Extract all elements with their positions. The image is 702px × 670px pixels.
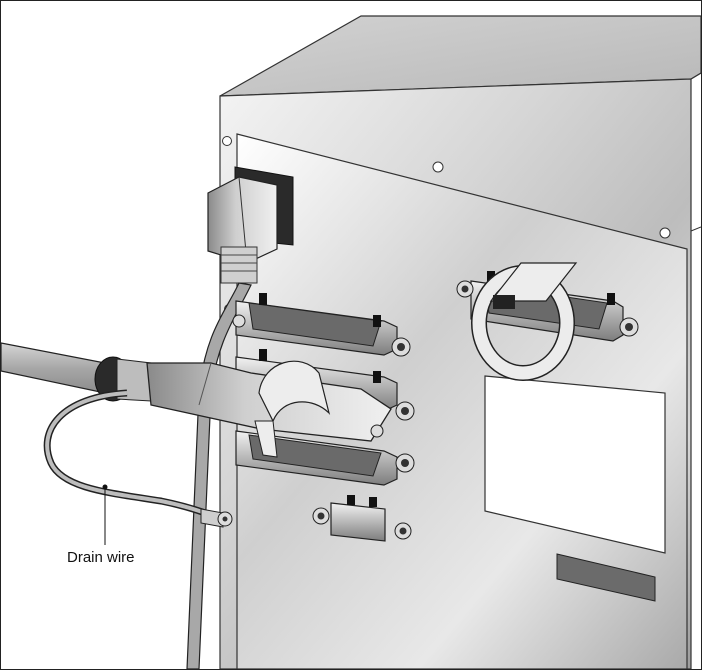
mounting-hole xyxy=(222,136,232,146)
vent-slot xyxy=(556,553,656,602)
cable-strap-left xyxy=(254,360,331,458)
cable-strap-right xyxy=(471,262,578,381)
console-connector xyxy=(312,495,412,542)
mounting-hole xyxy=(432,161,444,173)
label-plate xyxy=(484,375,666,554)
mounting-hole xyxy=(659,227,671,239)
power-plug xyxy=(207,176,278,284)
serial-connector-top xyxy=(232,293,411,357)
drain-wire-label: Drain wire xyxy=(67,549,135,566)
serial-connector-bottom xyxy=(235,430,415,486)
serial-cable xyxy=(1,342,152,402)
ground-screw xyxy=(200,508,233,528)
